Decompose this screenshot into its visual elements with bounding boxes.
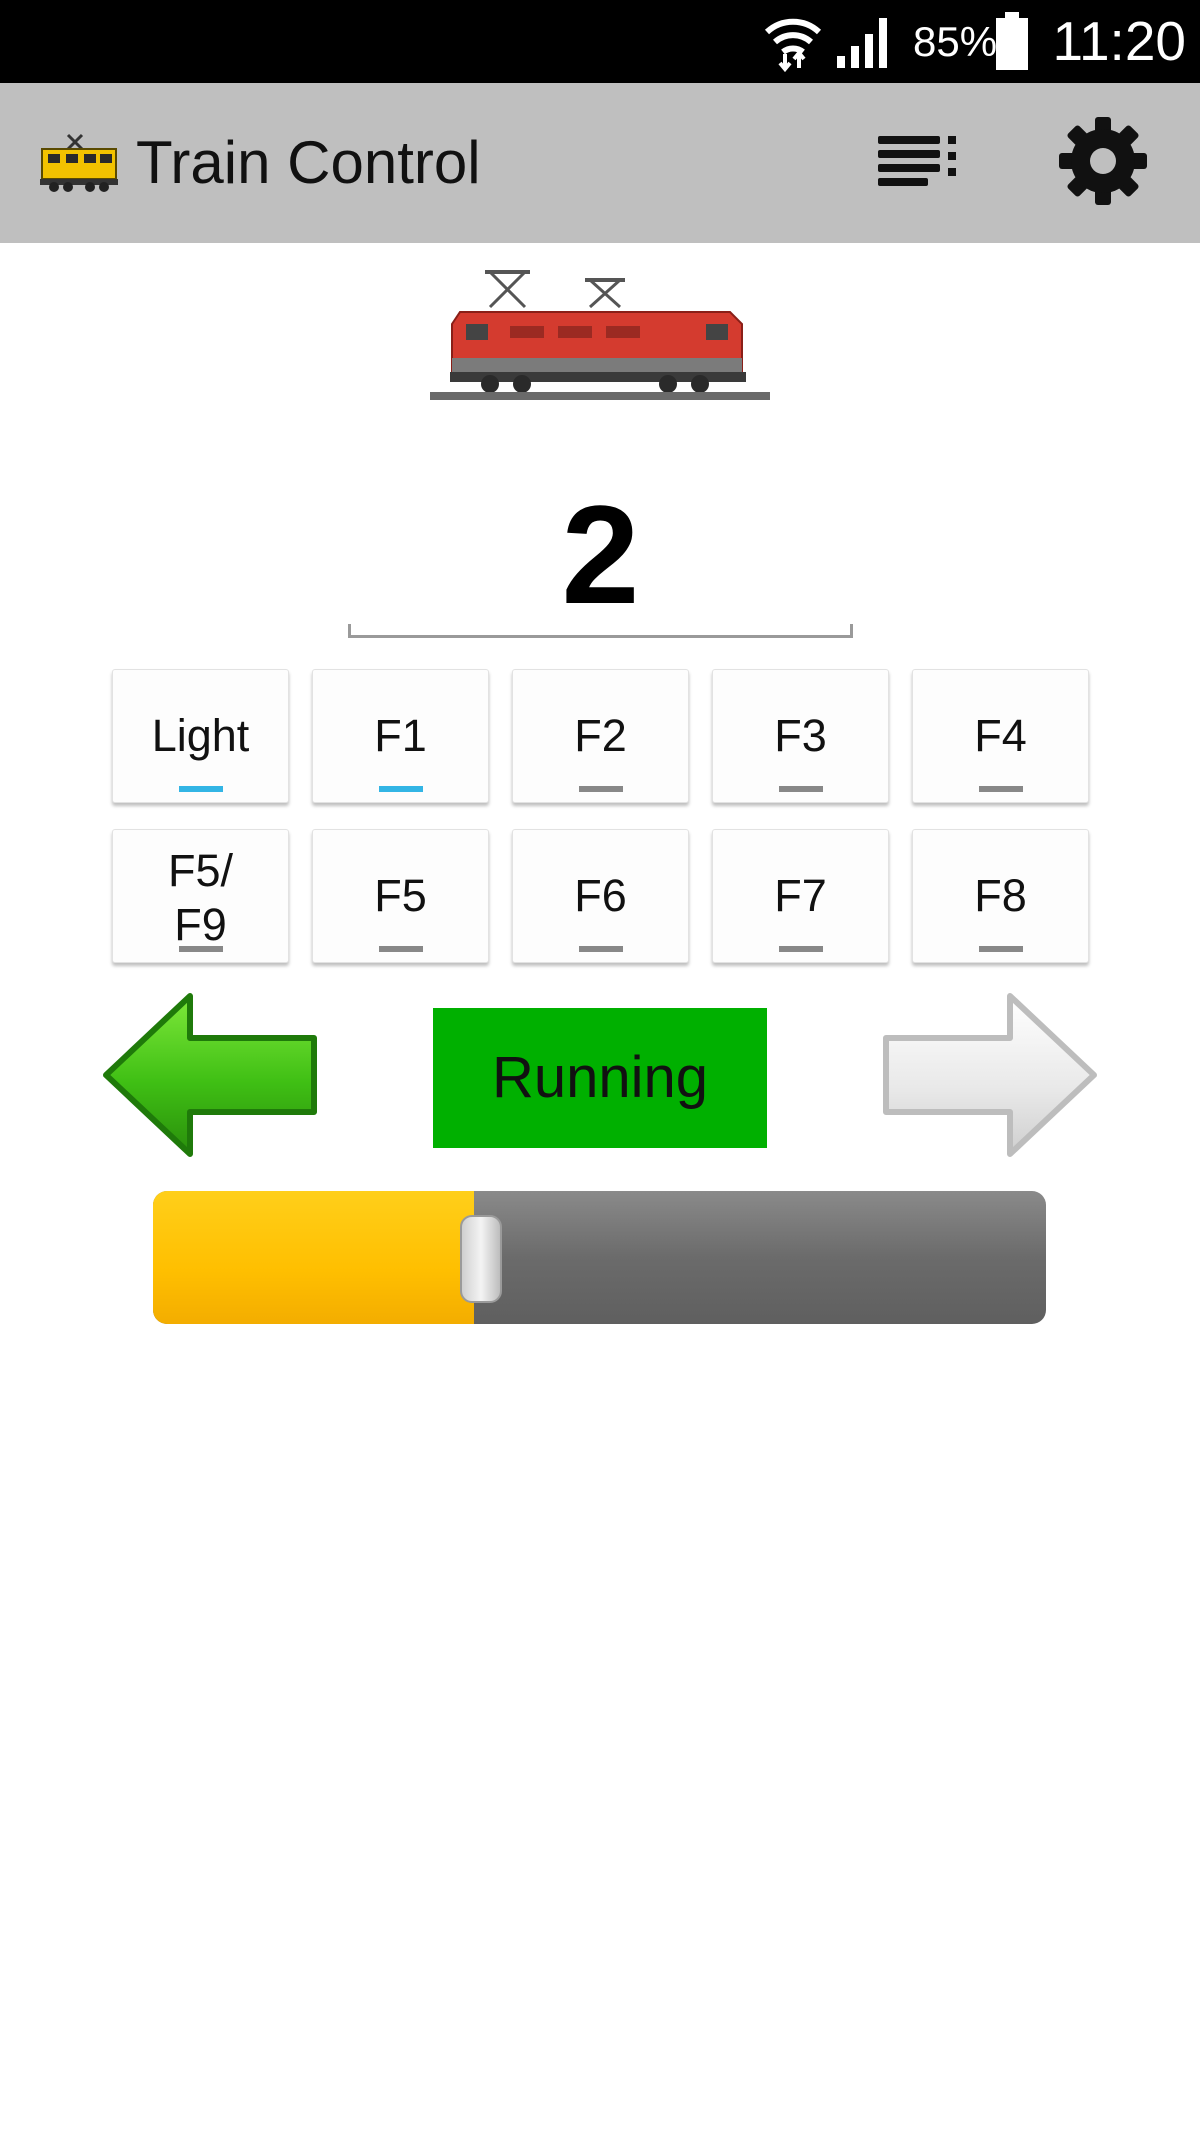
fn-button-f1[interactable]: F1 <box>312 669 489 803</box>
fn-button-f5[interactable]: F5 <box>312 829 489 963</box>
fn-button-f3[interactable]: F3 <box>712 669 889 803</box>
fn-label: F5/ F9 <box>113 844 288 952</box>
fn-indicator <box>379 946 423 952</box>
fn-button-f4[interactable]: F4 <box>912 669 1089 803</box>
speed-slider-thumb[interactable] <box>460 1215 502 1303</box>
fn-indicator <box>179 786 223 792</box>
fn-button-f7[interactable]: F7 <box>712 829 889 963</box>
fn-button-f8[interactable]: F8 <box>912 829 1089 963</box>
list-icon <box>872 136 962 192</box>
loco-address-field[interactable]: 2 <box>348 470 853 640</box>
fn-button-light[interactable]: Light <box>112 669 289 803</box>
fn-button-f2[interactable]: F2 <box>512 669 689 803</box>
fn-label: F4 <box>974 710 1027 761</box>
status-bar: 85% 11:20 <box>0 0 1200 83</box>
settings-button[interactable] <box>1055 113 1155 213</box>
address-underline <box>348 624 853 638</box>
fn-indicator <box>979 786 1023 792</box>
fn-label: F6 <box>574 870 627 921</box>
locomotive-image[interactable] <box>430 262 770 407</box>
fn-label: F2 <box>574 710 627 761</box>
fn-button-f5-f9[interactable]: F5/ F9 <box>112 829 289 963</box>
fn-label-line2: F9 <box>174 899 227 950</box>
arrow-right-icon <box>878 993 1100 1164</box>
gear-icon <box>1055 117 1151 213</box>
app-bar: Train Control <box>0 83 1200 243</box>
arrow-left-icon <box>100 993 322 1164</box>
fn-indicator <box>179 946 223 952</box>
fn-label: F8 <box>974 870 1027 921</box>
app-title: Train Control <box>136 129 481 196</box>
loco-address-value: 2 <box>561 476 640 633</box>
fn-button-f6[interactable]: F6 <box>512 829 689 963</box>
battery-percent: 85% <box>913 18 998 65</box>
speed-slider-fill <box>153 1191 474 1324</box>
locomotive-logo-icon <box>38 133 120 198</box>
fn-indicator <box>979 946 1023 952</box>
reverse-button[interactable] <box>100 990 322 1165</box>
fn-label: Light <box>151 710 250 761</box>
signal-icon <box>835 14 895 75</box>
wifi-icon <box>763 10 823 77</box>
fn-indicator <box>779 946 823 952</box>
fn-label-line1: F5/ <box>167 845 234 896</box>
fn-indicator <box>779 786 823 792</box>
battery-icon <box>995 12 1029 77</box>
fn-label: F5 <box>374 870 427 921</box>
fn-indicator <box>379 786 423 792</box>
forward-button[interactable] <box>878 990 1100 1165</box>
fn-label: F7 <box>774 870 827 921</box>
status-time: 11:20 <box>1052 10 1186 72</box>
fn-label: F1 <box>374 710 427 761</box>
running-status-button[interactable]: Running <box>433 1008 767 1148</box>
speed-slider[interactable] <box>153 1191 1046 1324</box>
fn-indicator <box>579 786 623 792</box>
fn-indicator <box>579 946 623 952</box>
list-button[interactable] <box>872 128 972 198</box>
fn-label: F3 <box>774 710 827 761</box>
